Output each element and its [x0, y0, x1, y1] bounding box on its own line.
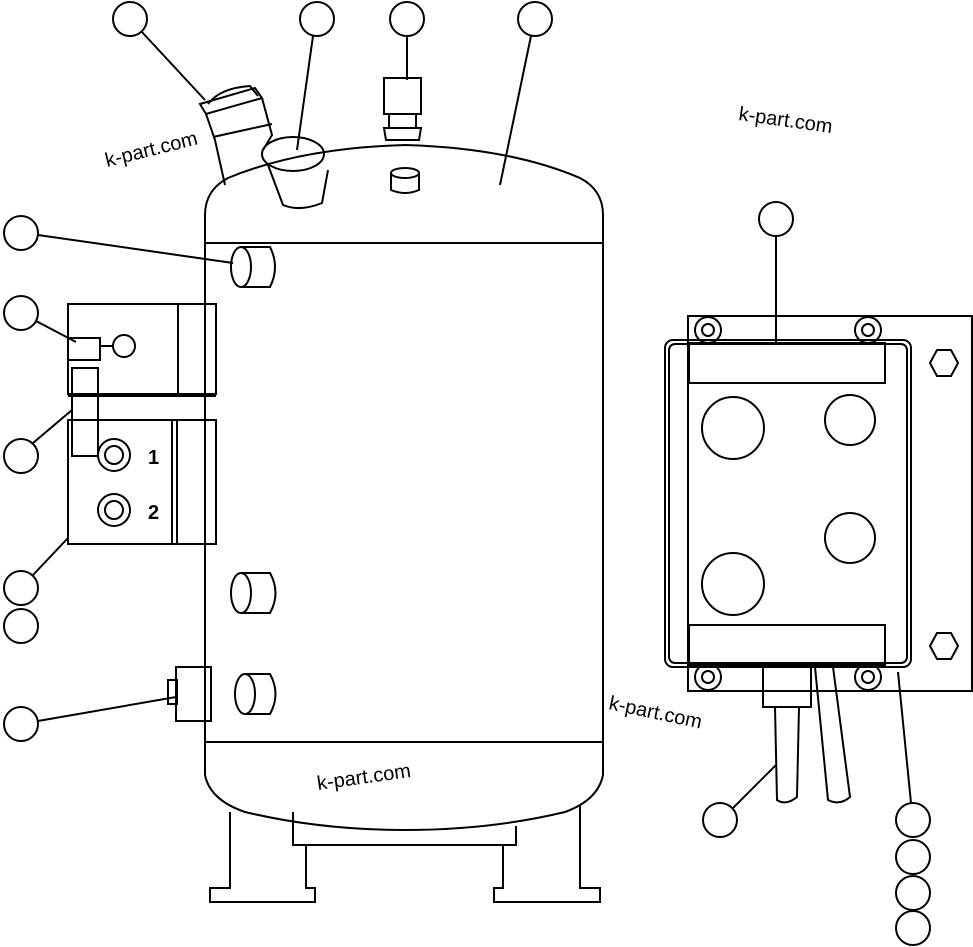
- drain-valve: [167, 666, 212, 722]
- port-2-label: 2: [148, 502, 159, 524]
- top-boss: [390, 167, 420, 194]
- callout-12: [702, 802, 738, 838]
- callout-1: [112, 1, 148, 37]
- port-1-outer: [97, 438, 131, 472]
- angled-pipe-fitting: [198, 84, 274, 186]
- box-body-inner: [668, 343, 908, 664]
- watermark-3: k-part.com: [607, 692, 704, 733]
- right-leg: [493, 805, 601, 903]
- left-leg: [209, 812, 316, 903]
- cable-2: [814, 666, 852, 804]
- tank-bottom-dome: [204, 742, 604, 832]
- valve-stem: [71, 367, 99, 457]
- upper-side-port: [230, 246, 276, 288]
- box-body-outer: [664, 339, 912, 668]
- callout-9: [3, 608, 39, 644]
- bolt-bottom-right: [854, 663, 882, 691]
- filler-cap-top: [261, 136, 325, 172]
- solenoid-valve-block: [67, 303, 217, 545]
- cable-1: [774, 706, 800, 804]
- knockout-4: [701, 552, 765, 616]
- filler-cap-fitting: [261, 136, 329, 209]
- top-valve-neck: [388, 113, 417, 129]
- tank-stand: [209, 805, 601, 903]
- callout-2: [299, 1, 335, 37]
- bolt-top-right: [854, 316, 882, 344]
- bottom-label-plate: [688, 624, 886, 666]
- port-2-inner: [104, 500, 124, 520]
- callout-6: [3, 295, 39, 331]
- top-label-plate: [688, 342, 886, 384]
- knockout-3: [824, 512, 876, 564]
- callout-11: [758, 201, 794, 237]
- callout-13: [895, 802, 931, 838]
- callout-3: [389, 1, 425, 37]
- callout-5: [3, 215, 39, 251]
- callout-8: [3, 570, 39, 606]
- tank-body: [204, 143, 604, 750]
- cable-gland: [762, 666, 812, 708]
- knockout-2: [824, 394, 876, 446]
- hex-nut-upper: [928, 349, 960, 377]
- hex-nut-lower: [928, 632, 960, 660]
- air-tank: [204, 143, 604, 832]
- top-valve-fitting: [382, 77, 423, 141]
- upper-block-fitting: [112, 334, 136, 358]
- electrical-box: [664, 315, 973, 804]
- callout-14: [895, 839, 931, 875]
- port-2-outer: [97, 493, 131, 527]
- bolt-bottom-left: [694, 663, 722, 691]
- lower-side-port: [234, 673, 277, 715]
- watermark-2: k-part.com: [737, 103, 834, 138]
- top-valve-body: [383, 77, 422, 115]
- bolt-top-left: [694, 316, 722, 344]
- middle-side-port: [230, 572, 277, 614]
- callout-15: [895, 875, 931, 911]
- callouts: [3, 1, 931, 946]
- lower-block: [67, 419, 217, 545]
- watermark-1: k-part.com: [103, 128, 200, 172]
- callout-7: [3, 438, 39, 474]
- watermark-4: k-part.com: [316, 760, 413, 795]
- callout-16: [895, 910, 931, 946]
- upper-block: [67, 303, 217, 395]
- port-1-inner: [104, 445, 124, 465]
- callout-10: [3, 706, 39, 742]
- callout-4: [517, 1, 553, 37]
- knockout-1: [701, 396, 765, 460]
- port-1-label: 1: [148, 447, 159, 469]
- mounting-plate: [687, 315, 973, 692]
